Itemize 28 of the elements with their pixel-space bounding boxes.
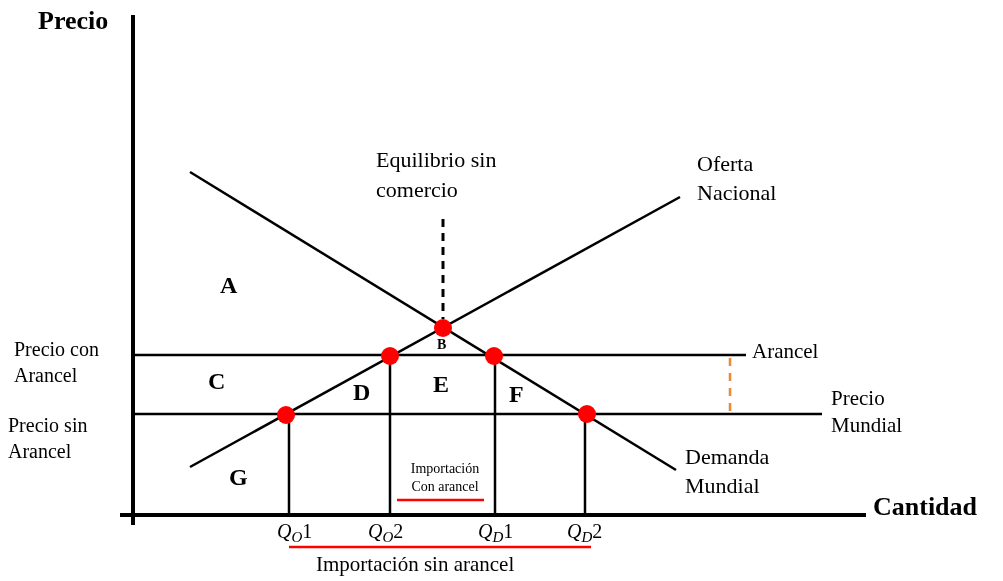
- leader-line: [441, 219, 445, 319]
- area-letter: F: [509, 380, 524, 409]
- line-label: Precio Mundial: [831, 385, 904, 440]
- area-letter: B: [437, 336, 447, 354]
- price-label: Precio con Arancel: [14, 337, 100, 388]
- point-marker: [277, 406, 295, 424]
- annotation-label: Equilibrio sin comercio: [376, 146, 498, 204]
- import-label: Importación sin arancel: [316, 551, 515, 578]
- quantity-tick-label: Q$_{O}$1: [277, 519, 313, 544]
- line-label: Arancel: [752, 338, 819, 365]
- price-label: Precio sin Arancel: [8, 413, 89, 464]
- area-letter: C: [208, 367, 226, 396]
- point-marker: [578, 405, 596, 423]
- area-letter: A: [220, 271, 238, 300]
- import-label: Importación Con arancel: [409, 460, 481, 495]
- axis-title: Precio: [38, 5, 109, 37]
- axis-title: Cantidad: [873, 491, 978, 523]
- point-marker: [434, 319, 452, 337]
- area-letter: D: [353, 378, 371, 407]
- point-marker: [381, 347, 399, 365]
- curve-label: Demanda Mundial: [685, 443, 771, 500]
- quantity-tick-label: Q$_{D}$2: [567, 519, 603, 544]
- curve-label: Oferta Nacional: [697, 150, 778, 207]
- point-marker: [485, 347, 503, 365]
- quantity-tick-label: Q$_{O}$2: [368, 519, 404, 544]
- quantity-tick-label: Q$_{D}$1: [478, 519, 514, 544]
- area-letter: E: [433, 370, 449, 399]
- area-letter: G: [229, 463, 248, 492]
